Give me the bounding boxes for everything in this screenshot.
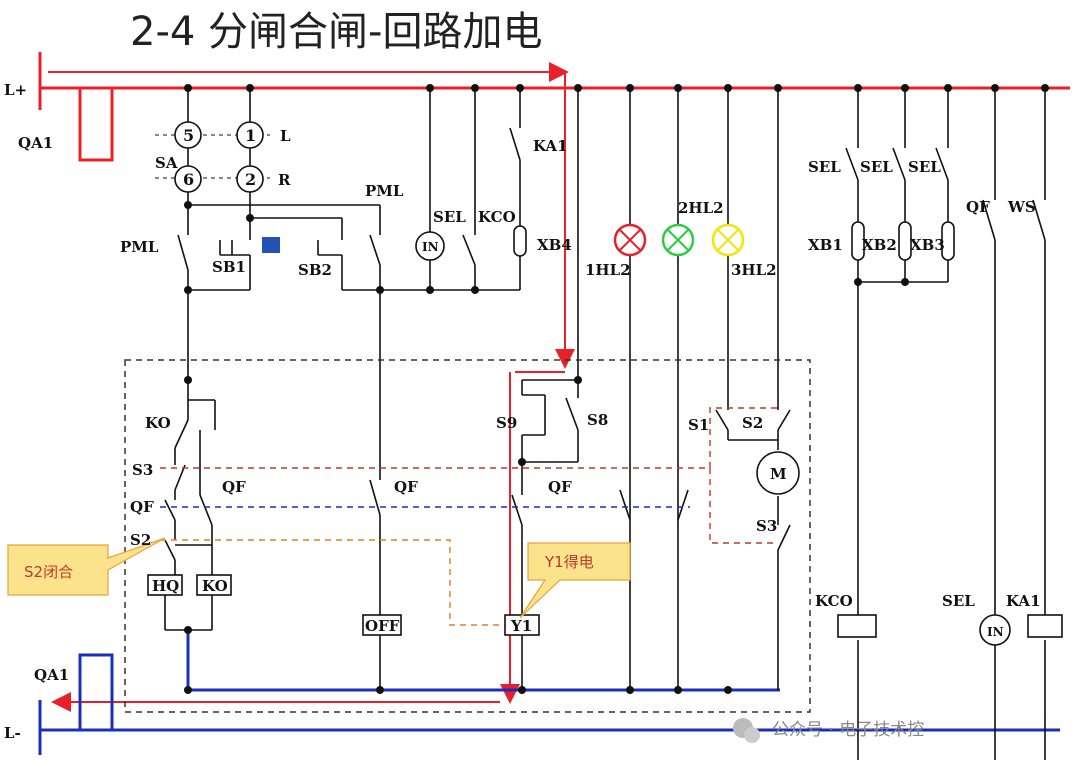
hl2-label: 2HL2: [678, 199, 724, 217]
hq-label: HQ: [152, 577, 179, 595]
callout-y1-energized: Y1得电: [519, 542, 631, 619]
sa-l-label: L: [280, 127, 291, 145]
motor-label: M: [770, 465, 787, 483]
sa-contact-1: 1: [245, 126, 256, 145]
sel-a-label: SEL: [808, 158, 841, 176]
sb2-label: SB2: [298, 261, 332, 279]
off-label: OFF: [365, 617, 400, 635]
indicator-square: [262, 237, 280, 253]
sel-coil-label: SEL: [942, 592, 975, 610]
s9-label: S9: [496, 414, 517, 432]
qf-left2-label: QF: [130, 498, 154, 516]
xb1-link-icon: [851, 221, 865, 261]
sa-selector: 5 1 6 2: [155, 121, 270, 193]
xb3-label: XB3: [910, 236, 945, 254]
ws-label: WS: [1007, 198, 1036, 216]
qf-left-label: QF: [222, 478, 246, 496]
sel-c-label: SEL: [908, 158, 941, 176]
kco-top-label: KCO: [478, 208, 516, 226]
y1-label: Y1: [510, 617, 532, 635]
in-coil-label: IN: [987, 625, 1004, 639]
lamp-1hl2-icon: [613, 223, 647, 257]
negative-bus-label: L-: [4, 724, 21, 742]
xb1-label: XB1: [808, 236, 843, 254]
control-wiring: [164, 88, 1046, 760]
xb4-label: XB4: [537, 236, 572, 254]
s1-label: S1: [688, 416, 709, 434]
qf-y-label: QF: [548, 478, 572, 496]
ko-contact-label: KO: [145, 414, 171, 432]
sa-contact-2: 2: [245, 170, 256, 189]
xb4-link-icon: [513, 225, 527, 257]
callout-s2-text: S2闭合: [24, 563, 73, 581]
callout-y1-text: Y1得电: [544, 553, 594, 571]
kco-coil: [837, 614, 877, 638]
s3-motor-label: S3: [756, 517, 777, 535]
pml-right-label: PML: [365, 182, 404, 200]
s3-left-label: S3: [132, 461, 153, 479]
ka1-top-label: KA1: [533, 137, 568, 155]
positive-bus-label: L+: [4, 81, 27, 99]
callout-s2-closed: S2闭合: [7, 537, 166, 596]
qf-mid-label: QF: [394, 478, 418, 496]
ko-coil-label: KO: [202, 577, 228, 595]
sel-top-label: SEL: [433, 208, 466, 226]
current-flow-path: [48, 62, 575, 712]
sa-contact-5: 5: [183, 126, 194, 145]
sel-b-label: SEL: [860, 158, 893, 176]
in-meter-icon: [415, 231, 445, 261]
lamp-3hl2-icon: [711, 223, 745, 257]
pml-left-label: PML: [120, 238, 159, 256]
s8-label: S8: [587, 411, 608, 429]
ka1-coil: [1027, 614, 1063, 638]
s2-linkage-line: [160, 539, 505, 626]
lamp-2hl2-icon: [661, 223, 695, 257]
s1-linkage-line: [709, 407, 778, 468]
junction-dots: [184, 84, 1049, 694]
xb2-link-icon: [898, 221, 912, 261]
kco-coil-label: KCO: [815, 592, 853, 610]
s2-motor-label: S2: [742, 414, 763, 432]
breaker-bottom-label: QA1: [34, 666, 69, 684]
in-meter-label: IN: [422, 240, 439, 254]
hq-coil: [147, 574, 183, 596]
page-title: 2-4 分闸合闸-回路加电: [130, 9, 542, 55]
watermark: 公众号 · 电子技术控: [733, 718, 924, 743]
ka1-coil-label: KA1: [1006, 592, 1041, 610]
hl1-label: 1HL2: [585, 261, 631, 279]
xb2-label: XB2: [862, 236, 897, 254]
in-coil-icon: [979, 614, 1011, 646]
s3-motor-linkage-line: [709, 468, 778, 544]
sb1-label: SB1: [212, 258, 246, 276]
qf-right-label: QF: [966, 198, 990, 216]
xb3-link-icon: [941, 221, 955, 261]
sa-label: SA: [155, 154, 178, 172]
motor-icon: [756, 451, 800, 495]
breaker-top-label: QA1: [18, 134, 53, 152]
off-coil: [362, 614, 402, 636]
watermark-text: 公众号 · 电子技术控: [772, 720, 924, 740]
positive-bus: [38, 52, 1070, 162]
s2-left-label: S2: [130, 531, 151, 549]
sa-r-label: R: [278, 171, 291, 189]
sa-contact-6: 6: [183, 170, 194, 189]
mechanism-box: [124, 359, 811, 713]
ko-coil: [196, 574, 232, 596]
hl3-label: 3HL2: [731, 261, 777, 279]
